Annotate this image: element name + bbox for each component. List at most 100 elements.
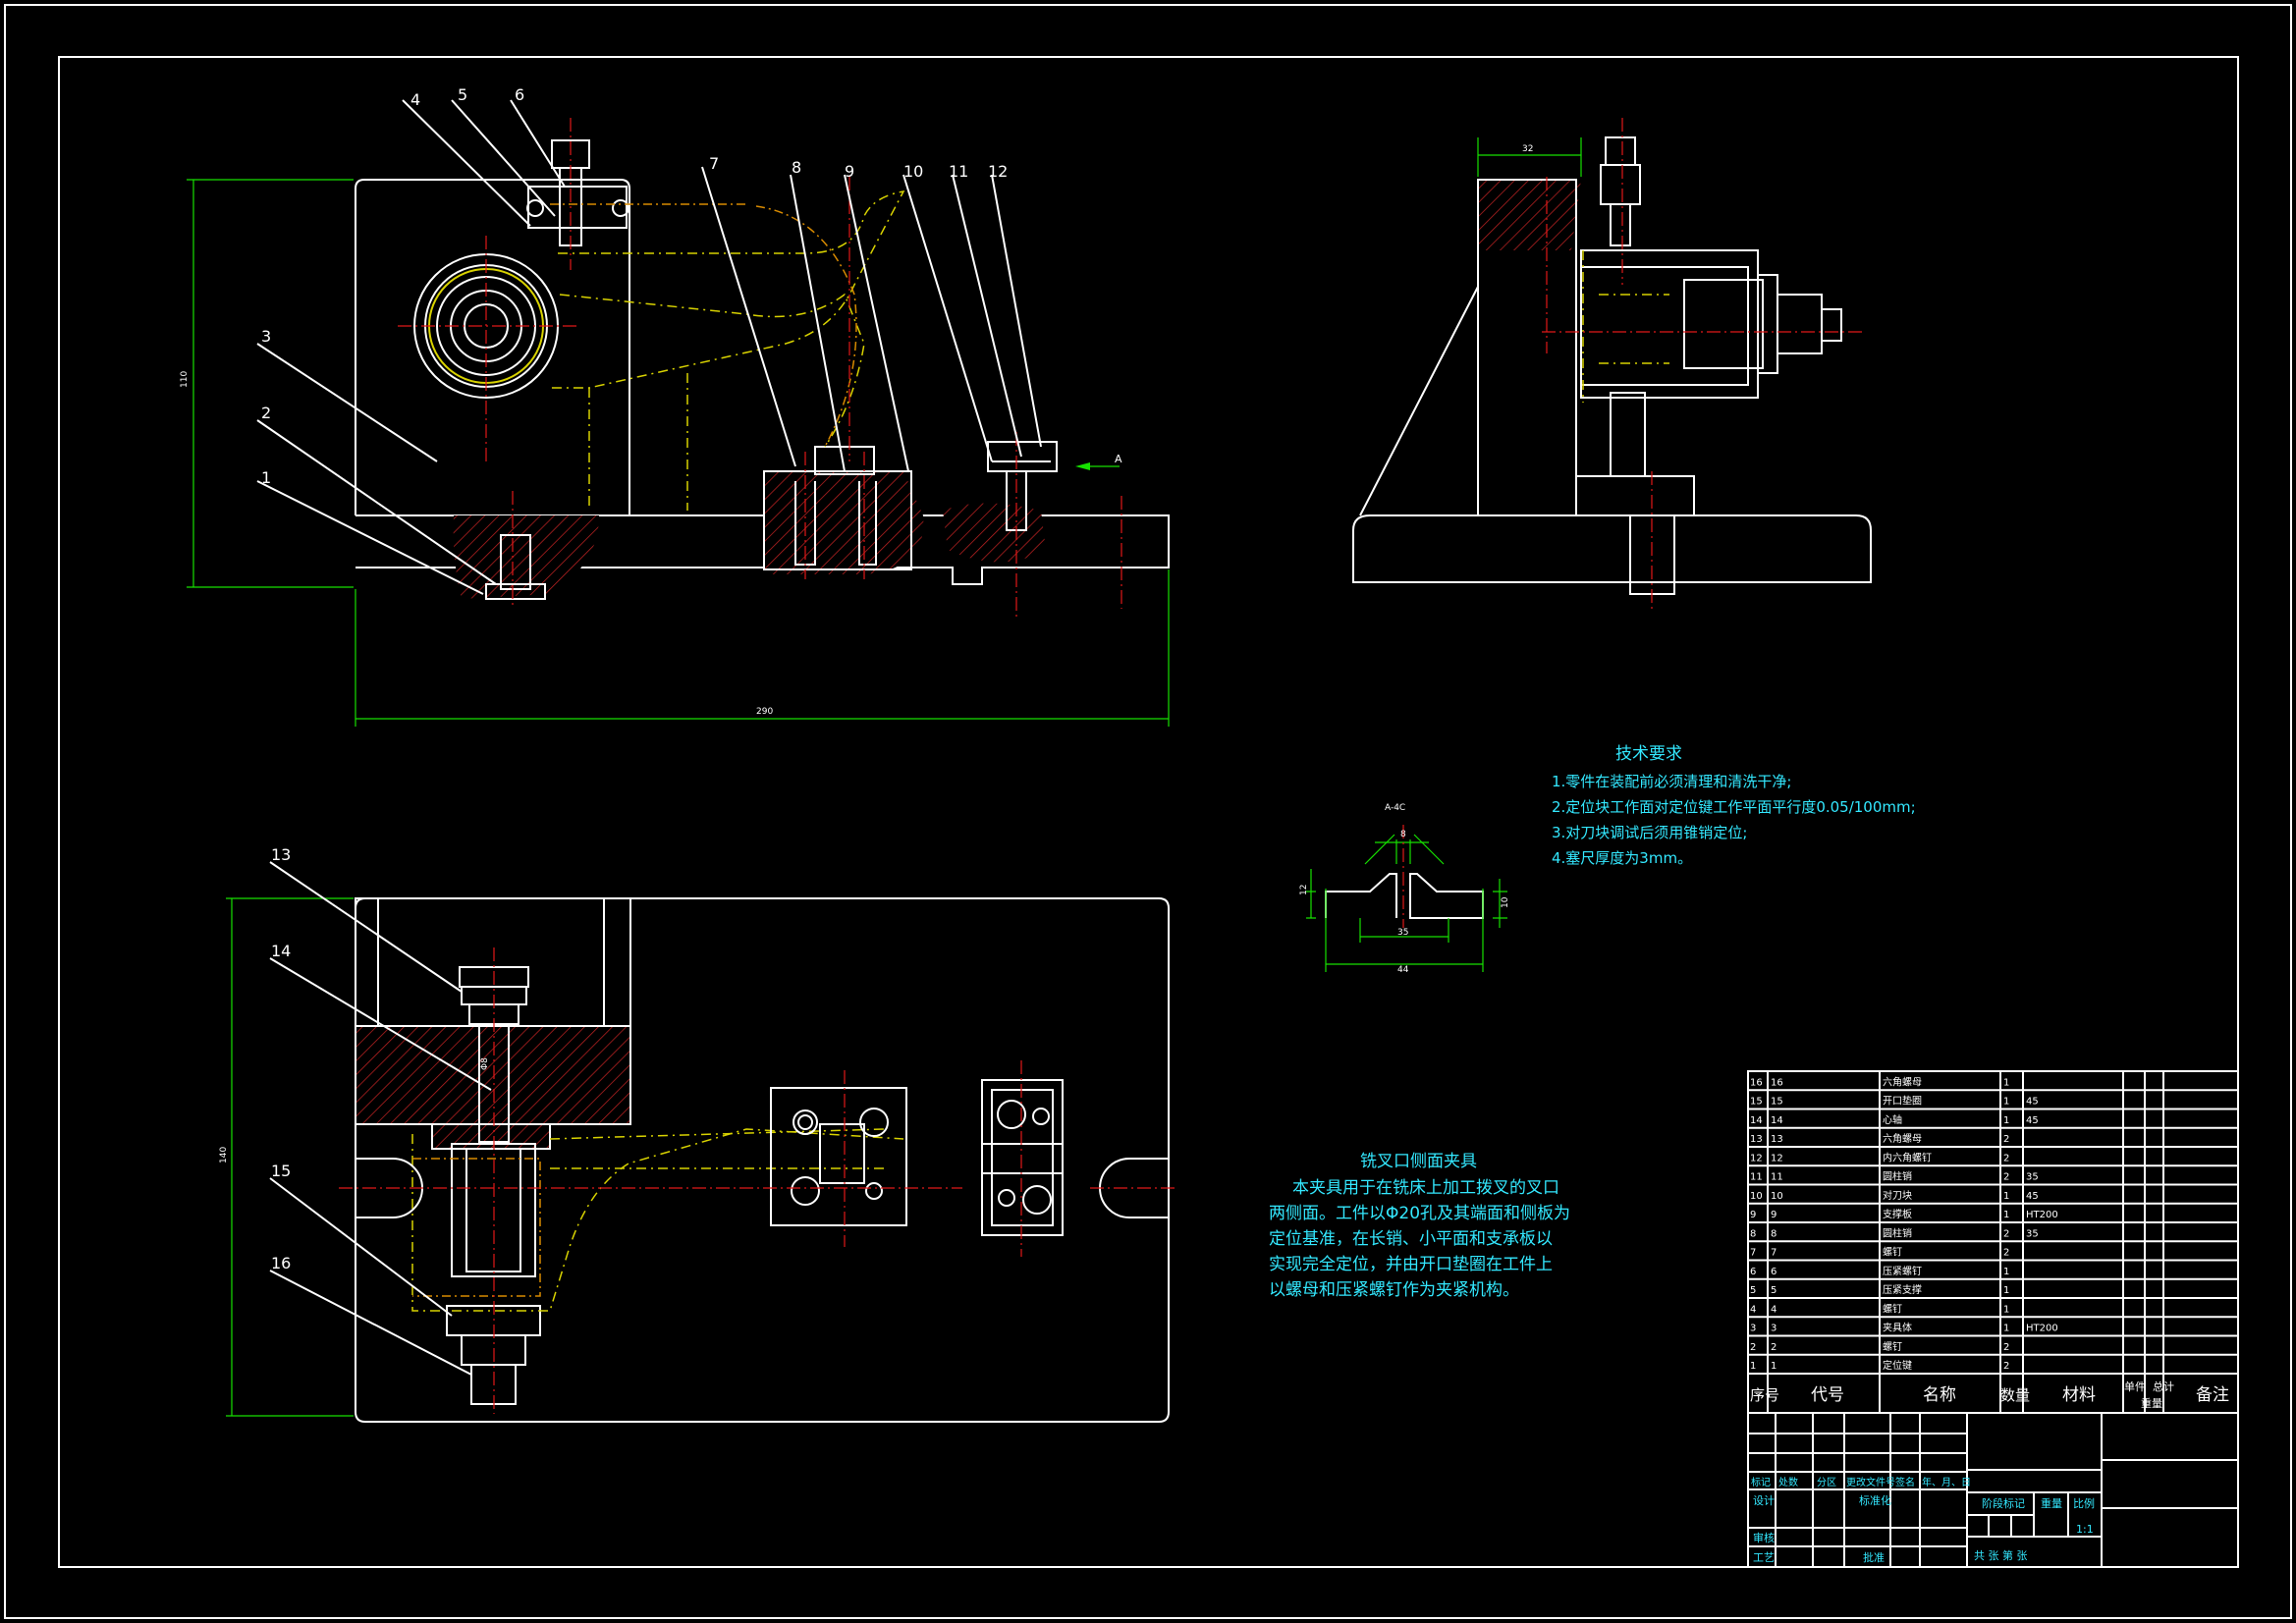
tech-title: 技术要求 (1615, 744, 1682, 764)
callout-5: 5 (458, 85, 467, 104)
bom-cell-qty: 1 (2003, 1191, 2009, 1202)
bom-cell-qty: 1 (2003, 1285, 2009, 1296)
tb-stage: 阶段标记 (1982, 1496, 2025, 1510)
bom-cell-qty: 1 (2003, 1324, 2009, 1334)
section-marker: A (1115, 453, 1122, 465)
tb-count: 处数 (1778, 1476, 1798, 1488)
bom-cell-no: 8 (1750, 1228, 1756, 1239)
outer-frame (4, 4, 2292, 1619)
dim-block-a: A-4C (1385, 803, 1405, 813)
dim-front-height: 110 (180, 371, 190, 388)
tech-requirements: 技术要求 1.零件在装配前必须清理和清洗干净; 2.定位块工作面对定位键工作平面… (1552, 744, 1916, 867)
dim-front-width: 290 (756, 707, 773, 717)
bom-cell-no: 13 (1750, 1134, 1763, 1145)
bom-cell-code: 8 (1771, 1228, 1777, 1239)
callout-9: 9 (845, 162, 854, 181)
dim-block-w3: 44 (1397, 965, 1409, 975)
dim-side-width: 32 (1522, 144, 1533, 154)
bom-cell-qty: 1 (2003, 1267, 2009, 1277)
bom-cell-code: 2 (1771, 1342, 1777, 1353)
fixture-description: 铣叉口侧面夹具 本夹具用于在铣床上加工拨叉的叉口 两侧面。工件以Φ20孔及其端面… (1269, 1152, 1570, 1300)
callout-11: 11 (949, 162, 968, 181)
support-plate-section (764, 471, 924, 574)
bom-h-qty: 数量 (2000, 1386, 2030, 1404)
bom-cell-mat: 45 (2026, 1115, 2039, 1126)
callout-12: 12 (988, 162, 1008, 181)
bom-cell-code: 4 (1771, 1304, 1777, 1315)
bom-cell-qty: 2 (2003, 1153, 2009, 1163)
bom-cell-mat: 45 (2026, 1097, 2039, 1108)
tech-item-3: 3.对刀块调试后须用锥销定位; (1552, 824, 1747, 841)
bom-cell-qty: 2 (2003, 1342, 2009, 1353)
bom-h-unit: 单件 (2124, 1380, 2146, 1393)
bom-cell-no: 10 (1750, 1191, 1763, 1202)
bom-cell-mat: 35 (2026, 1228, 2039, 1239)
callout-13: 13 (271, 845, 291, 864)
bom-cell-mat: HT200 (2026, 1210, 2058, 1220)
tb-check: 审核 (1753, 1531, 1775, 1544)
callout-1: 1 (261, 468, 271, 487)
dim-plan-height: 140 (219, 1147, 229, 1163)
bom-cell-name: 六角螺母 (1883, 1133, 1922, 1145)
bom-cell-no: 7 (1750, 1248, 1756, 1259)
bom-cell-name: 压紧螺钉 (1883, 1266, 1922, 1277)
bom-cell-no: 6 (1750, 1267, 1756, 1277)
bom-cell-no: 1 (1750, 1361, 1756, 1372)
tech-item-4: 4.塞尺厚度为3mm。 (1552, 849, 1692, 867)
dim-block-h1: 12 (1299, 885, 1309, 895)
desc-line-1: 本夹具用于在铣床上加工拨叉的叉口 (1292, 1178, 1559, 1198)
bom-cell-qty: 1 (2003, 1097, 2009, 1108)
bom-cell-no: 11 (1750, 1172, 1763, 1183)
tech-item-1: 1.零件在装配前必须清理和清洗干净; (1552, 773, 1791, 790)
tb-mass: 重量 (2041, 1496, 2062, 1510)
bom-cell-name: 螺钉 (1883, 1341, 1902, 1353)
bom-cell-qty: 1 (2003, 1115, 2009, 1126)
bom-cell-mat: 45 (2026, 1191, 2039, 1202)
dim-block-h2: 10 (1501, 896, 1510, 908)
callout-16: 16 (271, 1254, 291, 1272)
bom-cell-code: 3 (1771, 1324, 1777, 1334)
bom-cell-name: 圆柱销 (1883, 1170, 1912, 1183)
callout-6: 6 (515, 85, 524, 104)
bom-cell-no: 14 (1750, 1115, 1763, 1126)
tb-design: 设计 (1753, 1494, 1775, 1507)
bom-h-total: 总计 (2153, 1380, 2174, 1393)
bom-cell-no: 16 (1750, 1077, 1763, 1088)
bom-cell-no: 3 (1750, 1324, 1756, 1334)
locating-key-section (453, 515, 599, 599)
bom-cell-no: 2 (1750, 1342, 1756, 1353)
bom-cell-code: 15 (1771, 1097, 1783, 1108)
bom-cell-code: 11 (1771, 1172, 1783, 1183)
bom-cell-code: 1 (1771, 1361, 1777, 1372)
bom-cell-qty: 2 (2003, 1361, 2009, 1372)
front-view: A 110 290 (180, 118, 1170, 727)
desc-title: 铣叉口侧面夹具 (1360, 1152, 1477, 1171)
v-block-detail: A-4C 8 35 44 12 10 (1299, 803, 1510, 975)
inner-frame (58, 56, 2239, 1568)
bom-cell-name: 支撑板 (1883, 1208, 1912, 1220)
bom-h-code: 代号 (1811, 1385, 1844, 1405)
bom-cell-code: 12 (1771, 1153, 1783, 1163)
bom-cell-code: 16 (1771, 1077, 1783, 1088)
bom-cell-qty: 2 (2003, 1172, 2009, 1183)
tb-process: 工艺 (1753, 1551, 1775, 1564)
bom-cell-mat: HT200 (2026, 1324, 2058, 1334)
bom-cell-code: 10 (1771, 1191, 1783, 1202)
callout-8: 8 (792, 158, 801, 177)
bom-cell-name: 对刀块 (1883, 1189, 1912, 1202)
bom-cell-code: 14 (1771, 1115, 1783, 1126)
tb-scale: 1:1 (2076, 1523, 2094, 1536)
bom-cell-no: 4 (1750, 1304, 1756, 1315)
callout-4: 4 (410, 90, 420, 109)
bom-cell-qty: 1 (2003, 1304, 2009, 1315)
bom-cell-code: 7 (1771, 1248, 1777, 1259)
bom-cell-no: 9 (1750, 1210, 1756, 1220)
tb-sheets: 共 张 第 张 (1974, 1548, 2028, 1562)
title-block: 标记 处数 分区 更改文件号 签名 年、月、日 设计 标准化 阶段标记 重量 比… (1747, 1412, 2239, 1568)
tb-std: 标准化 (1859, 1493, 1891, 1507)
callout-2: 2 (261, 404, 271, 422)
bom-cell-code: 6 (1771, 1267, 1777, 1277)
bom-cell-qty: 2 (2003, 1134, 2009, 1145)
tech-item-2: 2.定位块工作面对定位键工作平面平行度0.05/100mm; (1552, 798, 1916, 816)
